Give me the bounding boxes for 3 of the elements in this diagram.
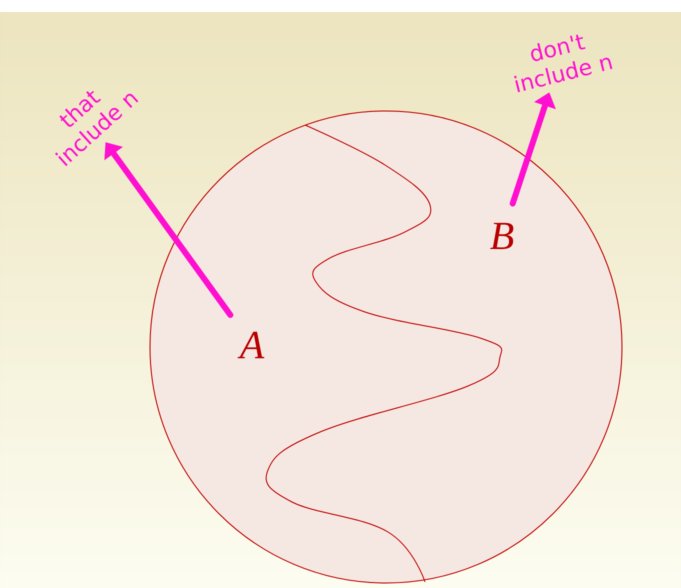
- handwritten-note: don't include n: [514, 34, 612, 92]
- region-label: B: [490, 222, 514, 250]
- region-label: A: [238, 332, 264, 358]
